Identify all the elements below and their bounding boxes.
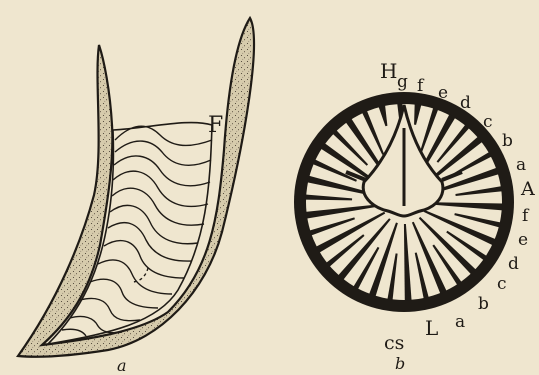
- upper-arc-label: e: [438, 83, 448, 103]
- upper-arc-label: a: [516, 155, 526, 175]
- lower-arc-label: d: [508, 254, 519, 274]
- lower-arc-label: c: [497, 274, 507, 294]
- upper-arc-label: b: [502, 131, 513, 151]
- upper-arc-label: g: [397, 72, 408, 92]
- label-cs: cs: [384, 332, 404, 354]
- lower-arc-label: f: [522, 206, 530, 226]
- lower-arc-label: a: [455, 312, 465, 332]
- lower-arc-label: b: [478, 294, 489, 314]
- lower-arc-label: e: [518, 230, 528, 250]
- label-F: F: [208, 113, 223, 138]
- caption-a: a: [117, 356, 127, 375]
- label-L: L: [425, 316, 438, 340]
- figure-a-longitudinal-section: F a: [18, 18, 254, 375]
- upper-arc-label: c: [483, 112, 493, 132]
- label-A: A: [520, 178, 535, 200]
- caption-b: b: [395, 354, 405, 373]
- upper-arc-label: f: [417, 76, 425, 96]
- upper-arc-label: d: [460, 93, 471, 113]
- label-H: H: [380, 59, 397, 83]
